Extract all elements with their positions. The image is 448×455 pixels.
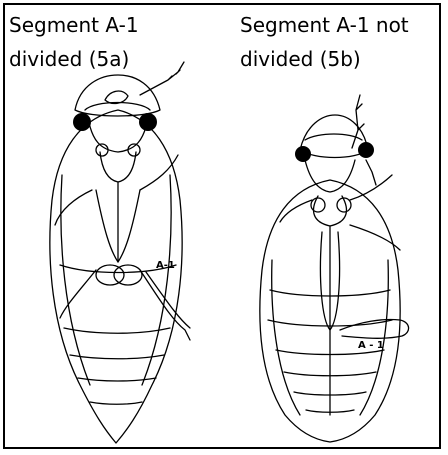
- beetle-5a: [50, 62, 190, 443]
- segment-label-5a: A-1: [156, 260, 175, 271]
- beetle-5b: [260, 95, 409, 442]
- beetle-5a-body: [50, 110, 182, 443]
- segment-label-5b: A - 1: [358, 340, 384, 351]
